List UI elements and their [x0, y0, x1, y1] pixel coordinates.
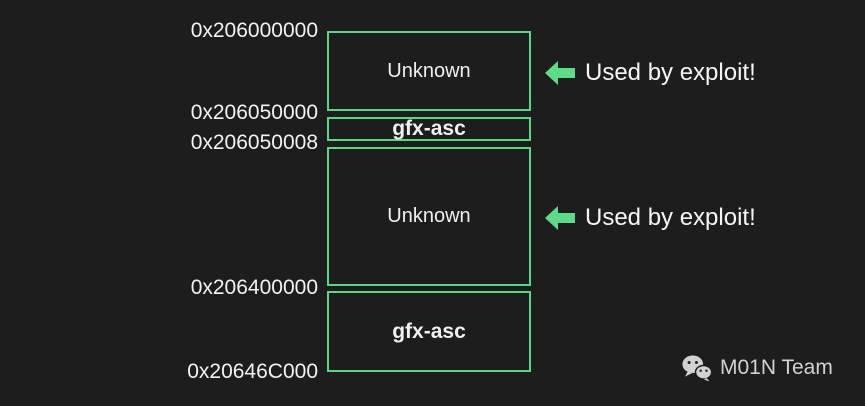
address-label-0x20646C000: 0x20646C000	[187, 360, 318, 383]
region-label: Unknown	[387, 205, 471, 227]
memory-region-gfx-asc-small: gfx-asc	[327, 117, 531, 141]
watermark-text: M01N Team	[720, 356, 833, 379]
memory-region-unknown-middle: Unknown	[327, 147, 531, 286]
address-label-0x206050000: 0x206050000	[190, 101, 318, 124]
memory-region-unknown-top: Unknown	[327, 31, 531, 111]
memory-region-gfx-asc-bottom: gfx-asc	[327, 291, 531, 372]
address-label-0x206050008: 0x206050008	[190, 131, 318, 154]
address-label-0x206400000: 0x206400000	[190, 276, 318, 299]
annotation-text: Used by exploit!	[585, 204, 756, 231]
left-arrow-icon	[545, 206, 575, 230]
left-arrow-icon	[545, 61, 575, 85]
annotation-exploit-1: Used by exploit!	[545, 59, 756, 86]
region-label: gfx-asc	[392, 319, 466, 343]
annotation-text: Used by exploit!	[585, 59, 756, 86]
region-label: Unknown	[387, 59, 471, 82]
wechat-icon	[682, 355, 713, 382]
region-label: gfx-asc	[392, 117, 466, 140]
annotation-exploit-2: Used by exploit!	[545, 204, 756, 231]
watermark: M01N Team	[681, 352, 833, 384]
address-label-0x206000000: 0x206000000	[190, 19, 318, 42]
